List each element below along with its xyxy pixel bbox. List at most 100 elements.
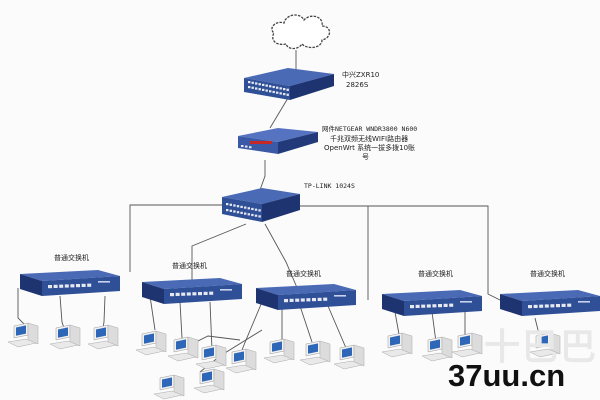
- port-icon: [175, 292, 180, 296]
- port-icon: [300, 298, 305, 302]
- port-icon: [567, 303, 572, 307]
- computer-icon: [451, 332, 483, 358]
- link-dist-access-3: [264, 223, 299, 291]
- access-switch-5-label: 普通交换机: [530, 270, 565, 278]
- port-icon: [255, 82, 258, 85]
- port-icon: [233, 204, 236, 207]
- port-icon: [556, 304, 560, 308]
- port-icon: [249, 146, 252, 149]
- port-icon: [317, 297, 322, 301]
- port-icon: [410, 305, 414, 309]
- port-icon: [258, 215, 261, 218]
- access-switch-1-icon: [20, 270, 120, 296]
- port-icon: [53, 284, 58, 288]
- port-icon: [248, 86, 251, 89]
- port-icon: [251, 81, 254, 84]
- computer-icon: [195, 344, 227, 370]
- link-access-2-pc-3: [209, 301, 213, 351]
- computer-icon: [529, 332, 561, 358]
- port-icon: [306, 298, 311, 302]
- computer-icon: [381, 332, 413, 358]
- port-icon: [64, 284, 69, 288]
- port-icon: [289, 298, 294, 302]
- computer-icon: [49, 324, 81, 350]
- port-icon: [226, 209, 229, 212]
- computer-icon: [7, 322, 39, 348]
- access-switch-2-icon: [142, 278, 242, 304]
- link-access-5-pc-1: [534, 317, 541, 339]
- port-icon: [295, 298, 300, 302]
- router-icon: [238, 128, 318, 154]
- port-icon: [236, 211, 240, 214]
- computer-icon: [87, 324, 119, 350]
- router-label-line3: OpenWrt 系统一拔多拨10账: [324, 144, 416, 152]
- port-icon: [236, 205, 240, 208]
- port-icon: [59, 284, 64, 288]
- port-icon: [48, 285, 52, 289]
- port-icon: [415, 304, 420, 308]
- access-switch-3-label: 普通交换机: [286, 270, 321, 278]
- link-dist-access-1: [129, 204, 222, 272]
- port-icon: [170, 293, 174, 297]
- port-icon: [240, 205, 243, 208]
- port-icon: [539, 304, 544, 308]
- port-icon: [265, 84, 268, 87]
- port-icon: [258, 88, 261, 91]
- link-access-3-pc-3: [299, 305, 313, 343]
- port-icon: [70, 284, 75, 288]
- link-access-3-pc-4: [327, 305, 347, 349]
- distribution-switch-label: TP-LINK 1024S: [304, 182, 355, 190]
- port-icon: [421, 304, 426, 308]
- port-icon: [312, 298, 316, 302]
- port-icon: [561, 303, 566, 307]
- port-icon: [247, 207, 250, 210]
- port-icon: [279, 92, 282, 95]
- watermark-ghost-logo: 十巴巴: [484, 326, 599, 367]
- port-icon: [265, 89, 268, 92]
- port-icon: [229, 203, 232, 206]
- port-icon: [276, 91, 279, 94]
- link-router-distribution: [259, 160, 266, 191]
- port-icon: [449, 303, 454, 307]
- link-dist-access-5: [298, 205, 501, 301]
- port-icon: [284, 299, 288, 303]
- router-label-line1: 网件NETGEAR WNDR3800 N600: [322, 125, 418, 133]
- port-icon: [203, 291, 208, 295]
- port-icon: [283, 93, 286, 96]
- port-icon: [438, 304, 442, 308]
- port-icon: [254, 208, 258, 211]
- internet-cloud-icon: [271, 14, 331, 50]
- port-icon: [81, 283, 86, 287]
- port-icon: [286, 93, 289, 96]
- access-switch-1-label: 普通交换机: [54, 254, 89, 262]
- port-icon: [258, 209, 261, 212]
- port-icon: [258, 83, 261, 86]
- computer-icon: [263, 338, 295, 364]
- access-switch-2-label: 普通交换机: [172, 262, 207, 270]
- port-icon: [262, 88, 265, 91]
- port-icon: [254, 214, 258, 217]
- port-icon: [241, 145, 244, 147]
- computer-icon: [153, 374, 185, 400]
- link-dist-access-2: [191, 223, 247, 280]
- port-icon: [269, 90, 272, 93]
- computer-icon: [299, 340, 331, 366]
- port-icon: [192, 292, 197, 296]
- core-switch-label-line2: 2826S: [346, 81, 369, 89]
- core-switch-label-line1: 中兴ZXR10: [342, 71, 380, 79]
- core-switch-icon: [244, 68, 334, 100]
- port-icon: [244, 212, 247, 215]
- port-icon: [269, 85, 272, 88]
- port-icon: [240, 211, 243, 214]
- port-icon: [245, 145, 248, 148]
- port-icon: [87, 283, 92, 287]
- link-access-3-pc-1: [239, 301, 263, 356]
- port-icon: [255, 87, 258, 90]
- router-label-line4: 号: [362, 153, 369, 161]
- port-icon: [248, 81, 251, 84]
- distribution-switch-icon: [222, 188, 300, 222]
- port-icon: [251, 207, 254, 211]
- link-core-router: [269, 97, 289, 129]
